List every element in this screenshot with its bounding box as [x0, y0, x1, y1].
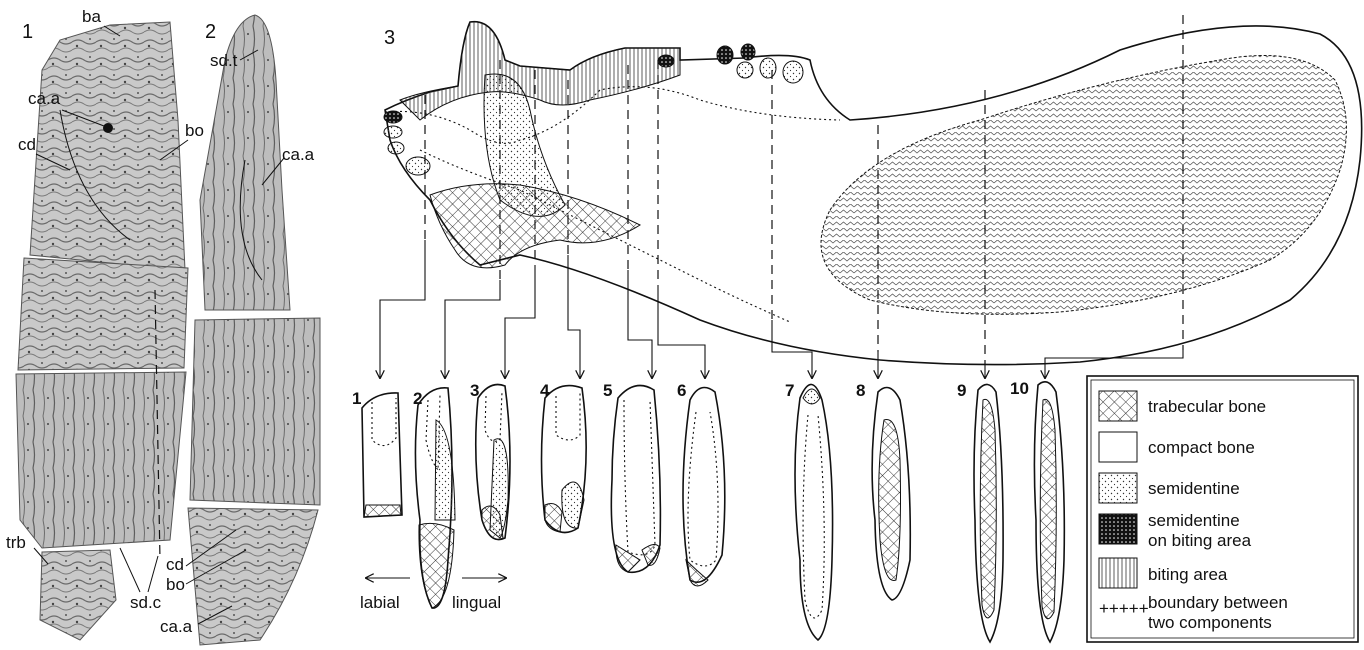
legend-compact-label: compact bone: [1148, 438, 1255, 457]
photo-panel-1: [16, 22, 188, 640]
label-bo-2: bo: [166, 575, 185, 594]
section-label-8: 8: [856, 381, 865, 400]
section-4: 4: [540, 381, 586, 533]
legend-swatch-biting: [1099, 558, 1137, 588]
label-ca-a-3: ca.a: [160, 617, 193, 636]
cross-sections: 1 2 3 4: [352, 379, 1064, 642]
section-label-5: 5: [603, 381, 612, 400]
panel-label-2: 2: [205, 21, 216, 43]
legend-swatch-compact: [1099, 432, 1137, 462]
specimen-1-upper: [30, 22, 185, 270]
section-8: 8: [856, 381, 910, 600]
section-10: 10: [1010, 379, 1064, 642]
specimen-2-lower: [190, 318, 320, 505]
label-cd-2: cd: [166, 555, 184, 574]
legend-trabecular-label: trabecular bone: [1148, 397, 1266, 416]
label-ca-a-1: ca.a: [28, 89, 61, 108]
posterior-region: [821, 56, 1346, 315]
biting-area-region: [400, 22, 680, 120]
label-cd-1: cd: [18, 135, 36, 154]
label-ca-a-2: ca.a: [282, 145, 315, 164]
legend-semidentine-biting-label-1: semidentine: [1148, 511, 1240, 530]
specimen-2-tip: [188, 508, 318, 645]
section-label-6: 6: [677, 381, 686, 400]
panel-label-1: 1: [22, 21, 33, 43]
legend-boundary-symbol: +++++: [1099, 599, 1149, 618]
section-label-3: 3: [470, 381, 479, 400]
section-5: 5: [603, 381, 660, 572]
section-2: 2: [413, 388, 455, 608]
label-sd-t: sd.t: [210, 51, 238, 70]
section-7: 7: [785, 381, 833, 640]
section-label-7: 7: [785, 381, 794, 400]
specimen-1-lower: [16, 372, 186, 548]
section-label-10: 10: [1010, 379, 1029, 398]
section-label-2: 2: [413, 389, 422, 408]
section-label-4: 4: [540, 381, 550, 400]
legend: trabecular bone compact bone semidentine…: [1087, 376, 1358, 642]
panel-label-3: 3: [384, 27, 395, 49]
section-label-9: 9: [957, 381, 966, 400]
legend-swatch-semidentine: [1099, 473, 1137, 503]
label-bo-1: bo: [185, 121, 204, 140]
label-trb: trb: [6, 533, 26, 552]
label-sd-c: sd.c: [130, 593, 162, 612]
legend-swatch-semidentine-biting: [1099, 514, 1137, 544]
legend-boundary-label-2: two components: [1148, 613, 1272, 632]
legend-swatch-trabecular: [1099, 391, 1137, 421]
section-6: 6: [677, 381, 725, 586]
label-ba: ba: [82, 7, 101, 26]
label-lingual: lingual: [452, 593, 501, 612]
legend-semidentine-biting-label-2: on biting area: [1148, 531, 1252, 550]
specimen-1-middle: [18, 258, 188, 370]
section-3: 3: [470, 381, 510, 540]
label-labial: labial: [360, 593, 400, 612]
specimen-1-tip: [40, 550, 116, 640]
legend-boundary-label-1: boundary between: [1148, 593, 1288, 612]
section-9: 9: [957, 381, 1003, 642]
jaw-diagram: 3: [380, 15, 1362, 378]
section-label-1: 1: [352, 389, 361, 408]
section-1: 1: [352, 389, 402, 517]
legend-biting-label: biting area: [1148, 565, 1228, 584]
legend-semidentine-label: semidentine: [1148, 479, 1240, 498]
